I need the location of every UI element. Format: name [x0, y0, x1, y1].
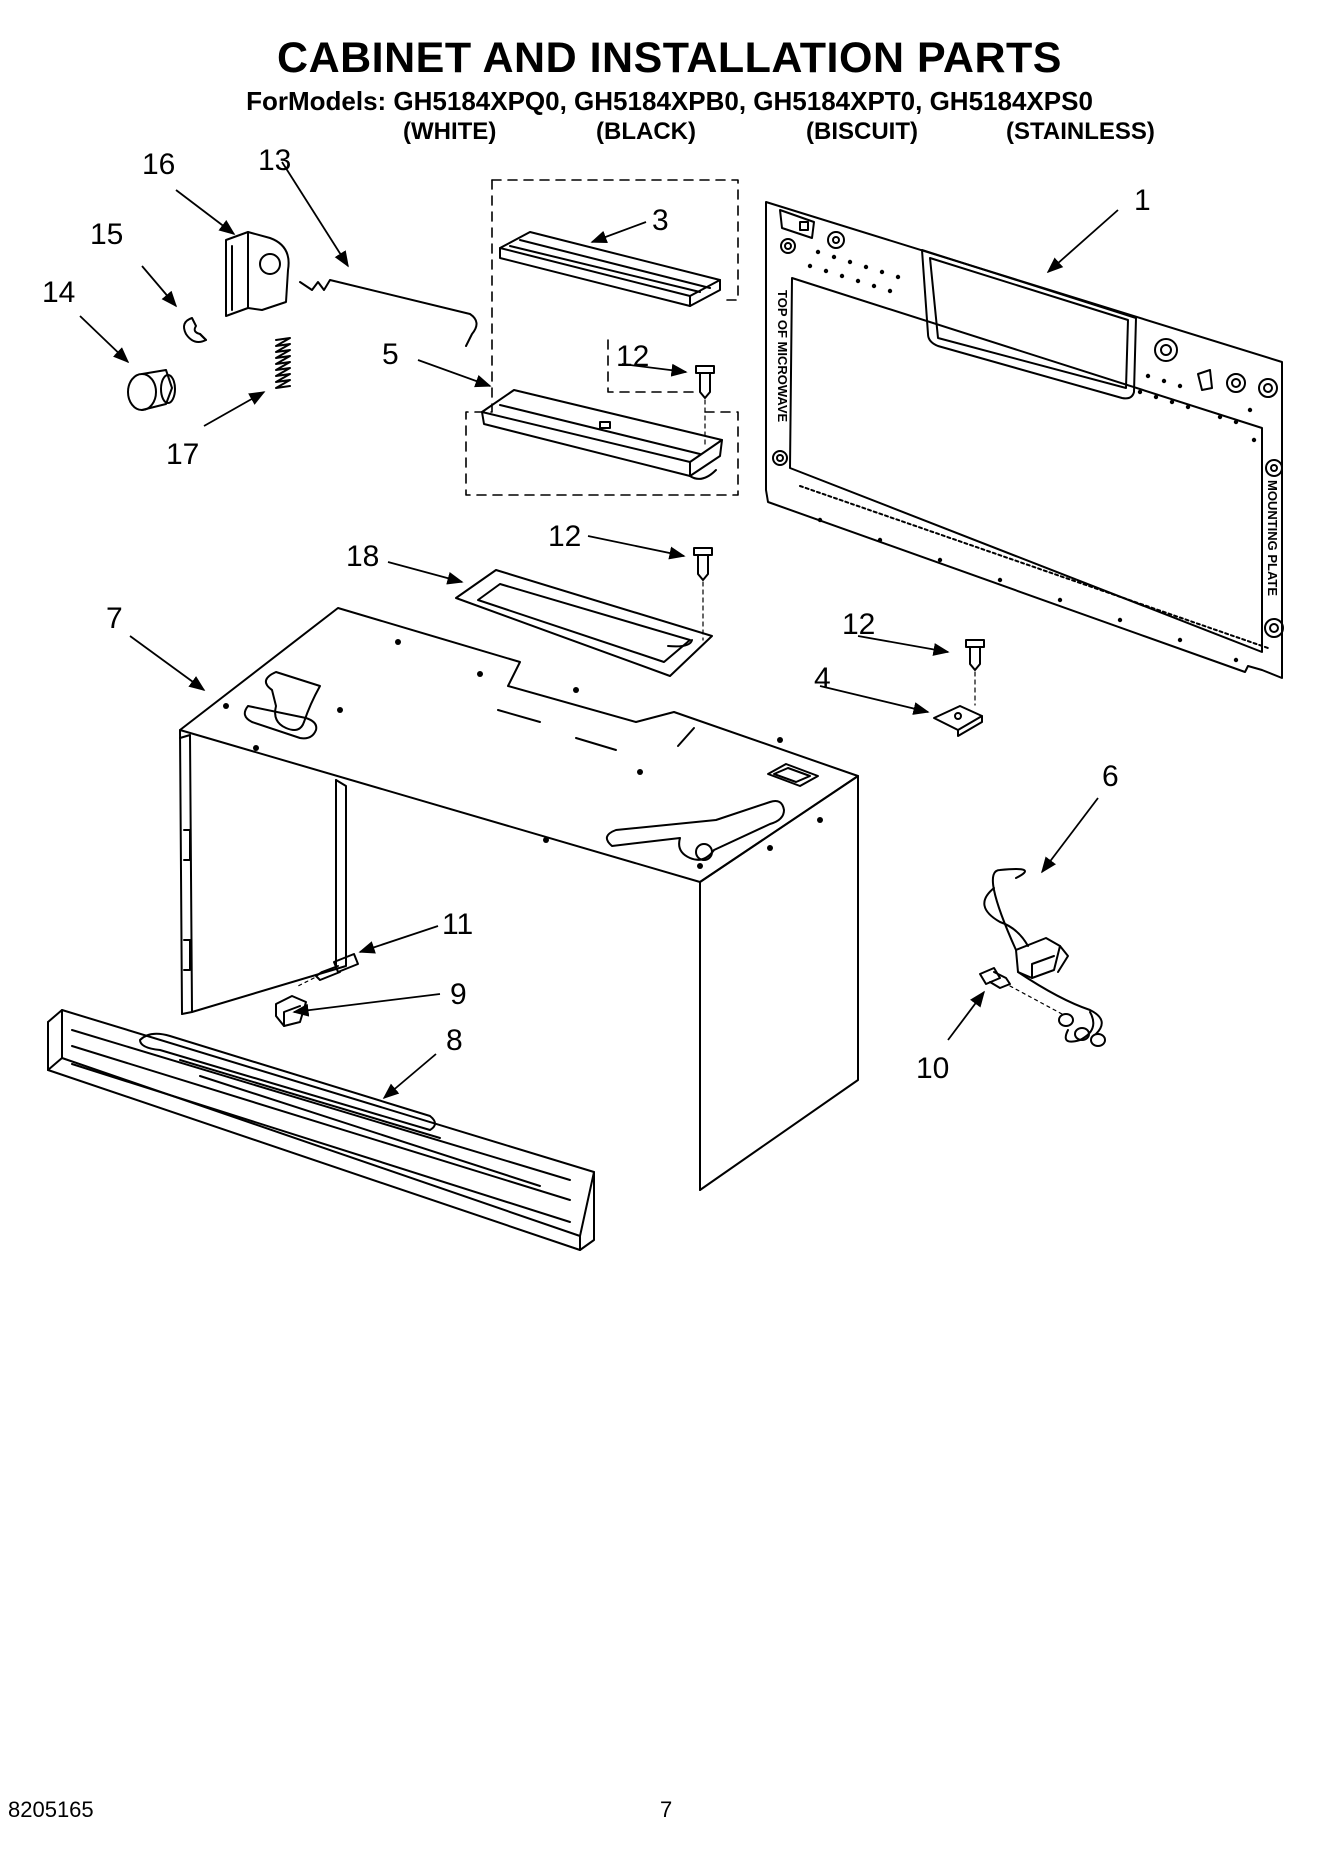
vent-assembly-group-outline	[465, 179, 739, 496]
finish-stainless: (STAINLESS)	[1006, 118, 1155, 145]
finish-white: (WHITE)	[403, 118, 497, 145]
latch-rod	[299, 279, 478, 347]
screw-middle	[693, 547, 713, 641]
callout-5: 5	[382, 338, 399, 371]
plate-side-label: TOP OF MICROWAVE	[775, 290, 790, 423]
page-title: CABINET AND INSTALLATION PARTS	[277, 34, 1062, 82]
mounting-plate	[765, 201, 1284, 679]
damper-rail	[499, 231, 721, 307]
callout-14: 14	[42, 276, 75, 309]
callout-numbers: 1 3 4 5 6 7 8 9 10 11 12 12 12 13 14 15 …	[42, 144, 1151, 1085]
callout-13: 13	[258, 144, 291, 177]
callout-3: 3	[652, 204, 669, 237]
document-part-number: 8205165	[8, 1797, 94, 1822]
callout-6: 6	[1102, 760, 1119, 793]
callout-7: 7	[106, 602, 123, 635]
callout-9: 9	[450, 978, 467, 1011]
damper-housing	[481, 389, 723, 480]
callout-12-middle: 12	[548, 520, 581, 553]
finish-biscuit: (BISCUIT)	[806, 118, 918, 145]
callout-11: 11	[442, 908, 473, 941]
gasket	[455, 569, 713, 677]
latch-button	[127, 369, 176, 411]
latch-bracket	[225, 231, 290, 317]
latch-spring	[275, 337, 291, 389]
retaining-clip	[183, 317, 207, 343]
screw-upper	[695, 365, 715, 446]
callout-10: 10	[916, 1052, 949, 1085]
callout-15: 15	[90, 218, 123, 251]
leader-lines	[79, 161, 1119, 1100]
page-number: 7	[660, 1797, 673, 1822]
callout-8: 8	[446, 1024, 463, 1057]
cabinet-wrapper	[179, 607, 859, 1191]
ground-screw	[979, 967, 1063, 1015]
callout-17: 17	[166, 438, 199, 471]
finish-black: (BLACK)	[596, 118, 696, 145]
callout-18: 18	[346, 540, 379, 573]
screw-right	[965, 639, 985, 706]
callout-12-right: 12	[842, 608, 875, 641]
callout-1: 1	[1134, 184, 1151, 217]
callout-12-upper: 12	[616, 340, 649, 373]
small-bracket	[933, 705, 983, 737]
wire-harness	[983, 868, 1106, 1047]
callout-16: 16	[142, 148, 175, 181]
callout-4: 4	[814, 662, 831, 695]
mounting-plate-holes	[807, 249, 1257, 663]
models-line: ForModels: GH5184XPQ0, GH5184XPB0, GH518…	[246, 86, 1093, 116]
front-grille	[47, 1009, 595, 1251]
cabinet-holes	[223, 639, 823, 869]
plate-right-label: MOUNTING PLATE	[1265, 480, 1280, 596]
cabinet-screw	[297, 953, 359, 987]
